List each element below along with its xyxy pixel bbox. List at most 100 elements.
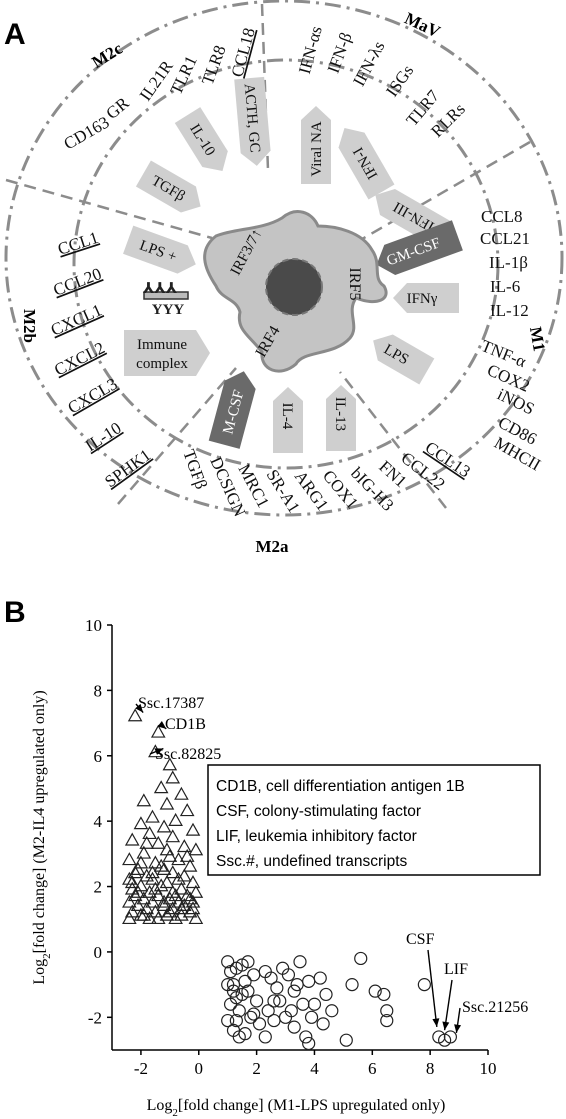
triangle-point	[188, 842, 204, 856]
divider-m1-m2a	[339, 371, 447, 509]
circle-point	[247, 1007, 261, 1021]
circle-point	[221, 955, 235, 969]
legend-line-1: CD1B, cell differentiation antigen 1B	[216, 778, 465, 795]
triangle-point	[174, 907, 189, 921]
circle-point	[261, 1004, 275, 1018]
circle-point	[339, 1033, 353, 1047]
circle-point	[325, 1004, 339, 1018]
circle-point	[284, 1004, 298, 1018]
triangle-point	[185, 901, 201, 915]
y-tick-label: 8	[94, 681, 103, 700]
triangle-point	[185, 875, 201, 889]
triangle-point	[156, 819, 172, 833]
triangle-point	[156, 894, 172, 908]
triangle-point	[133, 816, 149, 830]
x-tick-label: 8	[426, 1059, 435, 1078]
y-tick-label: 4	[94, 812, 103, 831]
inner-ring	[72, 58, 500, 470]
triangle-point	[176, 839, 192, 853]
x-axis-title: Log2[fold change] (M1-LPS upregulated on…	[147, 1097, 446, 1119]
circle-point	[319, 987, 333, 1002]
legend-line-3: LIF, leukemia inhibitory factor	[216, 828, 417, 845]
triangle-point	[136, 891, 152, 905]
triangle-point	[174, 881, 189, 895]
triangle-point	[165, 770, 181, 784]
group-title-m1: M1	[526, 325, 549, 352]
triangle-point	[159, 907, 175, 921]
m2c-gene-ccl18: CCL18	[228, 26, 259, 79]
triangle-point	[124, 832, 140, 846]
circle-point	[258, 1030, 272, 1044]
circle-point	[380, 1004, 394, 1018]
m2c-gene-tlr8: TLR8	[198, 43, 230, 88]
stimulus-ifn-i-arrow: IFN-I	[338, 127, 395, 200]
triangle-point	[165, 901, 181, 915]
m1-gene-ccl8: CCL8	[481, 207, 523, 226]
triangle-point	[139, 835, 155, 849]
circle-point	[296, 997, 310, 1011]
triangle-point	[174, 901, 189, 915]
triangle-point	[150, 888, 166, 902]
mav-gene-ifn-s: IFN-λs	[349, 38, 388, 89]
circle-point	[252, 1017, 267, 1031]
circle-point	[250, 994, 264, 1008]
svg-text:⅄⅄⅄: ⅄⅄⅄	[143, 281, 178, 297]
circle-point	[345, 978, 359, 992]
triangle-point	[150, 835, 166, 849]
triangle-point	[159, 875, 175, 889]
m1-gene-ccl21: CCL21	[480, 229, 530, 248]
x-tick-label: 10	[480, 1059, 497, 1078]
triangle-point	[165, 865, 181, 879]
triangle-point	[124, 875, 140, 889]
triangle-point	[182, 858, 198, 872]
m1-gene-il-6: IL-6	[490, 277, 520, 296]
circle-point	[267, 994, 281, 1008]
outer-ring	[4, 0, 564, 517]
stimulus-lps-arrow: LPS	[373, 334, 435, 385]
triangle-point	[130, 897, 146, 911]
triangle-point	[174, 786, 189, 800]
m2b-gene-cxcl3: CXCL3	[65, 374, 121, 417]
stimulus-acth-gc-arrow: ACTH, GC	[234, 76, 271, 166]
circle-point	[302, 974, 316, 988]
triangle-point	[148, 855, 163, 869]
m2b-gene-il-10: IL-10	[82, 418, 125, 455]
triangle-point	[153, 858, 169, 872]
triangle-point	[156, 897, 172, 911]
triangle-point	[162, 757, 178, 771]
triangle-point	[162, 904, 178, 918]
triangle-point	[133, 855, 149, 869]
svg-text:Viral NA: Viral NA	[309, 121, 325, 177]
circle-point	[238, 974, 252, 988]
triangle-point	[150, 911, 166, 925]
legend-line-4: Ssc.#, undefined transcripts	[216, 853, 408, 870]
circle-point	[221, 1013, 235, 1028]
triangle-point	[168, 812, 183, 826]
group-title-m2b: M2b	[20, 309, 39, 343]
y-tick-label: 6	[94, 747, 103, 766]
triangle-point	[168, 911, 183, 925]
triangle-point	[145, 871, 160, 885]
divider-m2a-m2b	[117, 367, 237, 505]
triangle-point	[162, 891, 178, 905]
triangle-point	[153, 878, 169, 892]
triangle-point	[136, 845, 152, 859]
triangle-point	[153, 780, 169, 794]
x-tick-label: 4	[310, 1059, 319, 1078]
triangle-point	[136, 907, 152, 921]
m2b-gene-cxcl1: CXCL1	[48, 300, 105, 339]
panel-b-label: B	[4, 596, 26, 629]
circle-point	[247, 968, 261, 982]
circle-point	[276, 961, 290, 975]
triangle-point	[142, 911, 157, 925]
group-title-m2a: M2a	[255, 537, 289, 556]
circle-point	[238, 1027, 252, 1041]
triangle-point	[162, 848, 178, 862]
stimulus-ifn-gamma-arrow: IFNγ	[393, 283, 459, 313]
circle-point	[232, 1004, 246, 1018]
svg-text:IFNγ: IFNγ	[407, 291, 438, 307]
circle-point	[267, 1013, 281, 1028]
triangle-point	[130, 861, 146, 875]
